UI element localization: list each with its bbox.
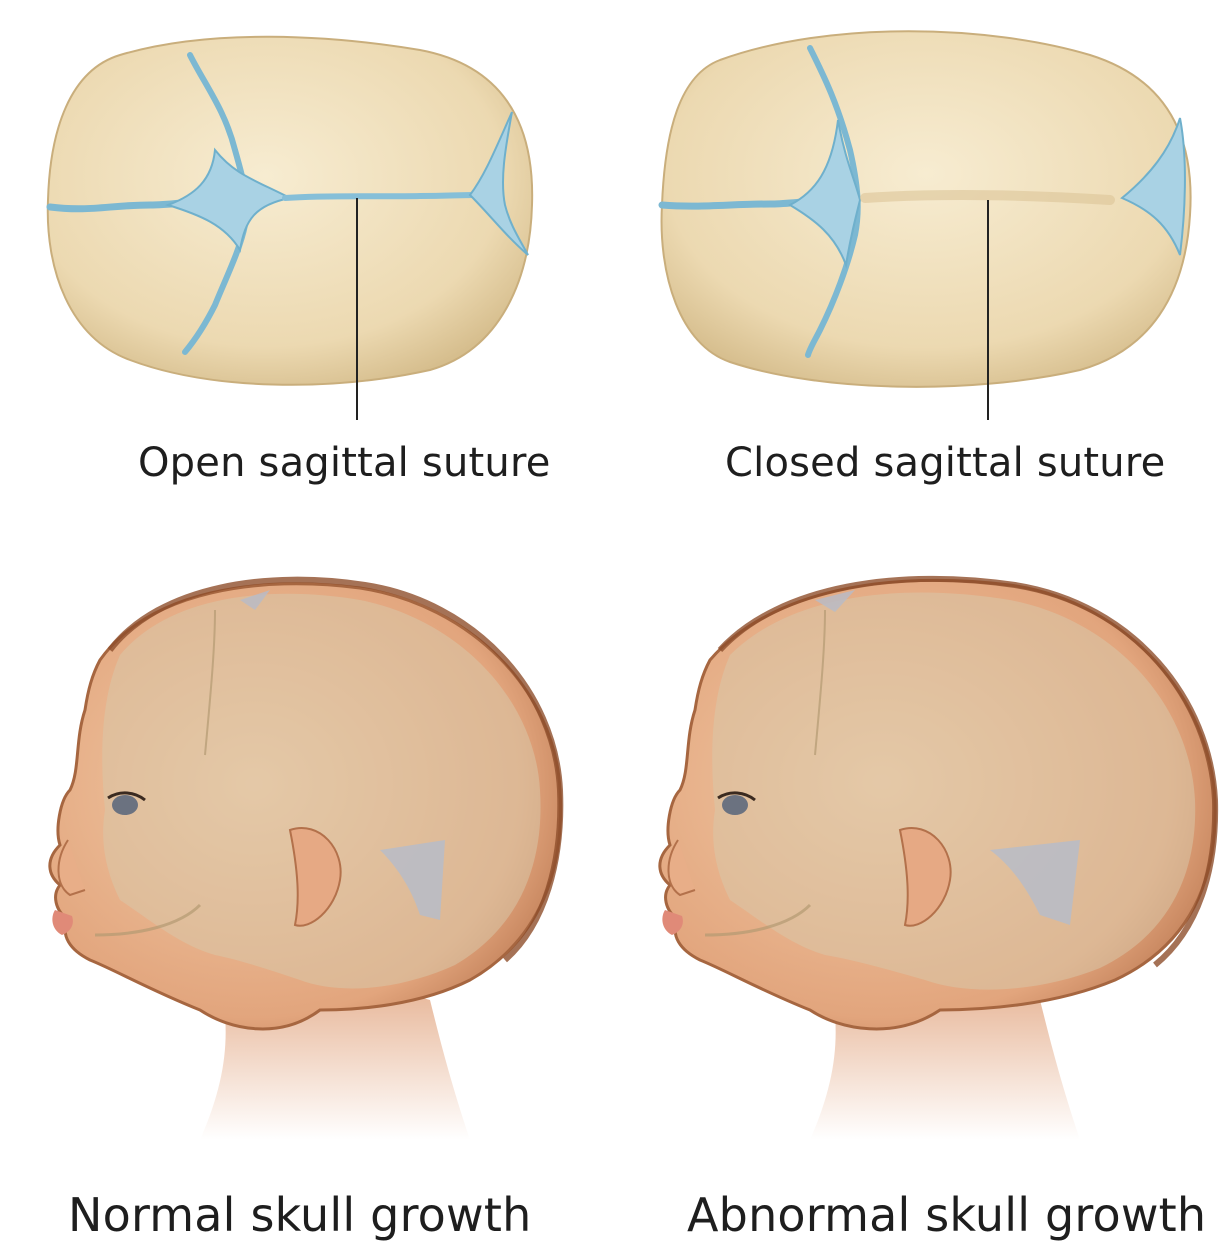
infant-head-abnormal-icon — [610, 540, 1220, 1160]
abnormal-growth-label: Abnormal skull growth — [687, 1188, 1206, 1242]
fused-sagittal-ridge — [865, 195, 1110, 200]
skull-outline — [48, 37, 532, 385]
eye — [722, 795, 748, 815]
sagittal-suture — [285, 195, 475, 198]
infant-head-normal-icon — [0, 540, 610, 1160]
abnormal-growth-panel: Abnormal skull growth — [610, 540, 1220, 1250]
closed-suture-panel: Closed sagittal suture — [610, 0, 1220, 500]
open-suture-label: Open sagittal suture — [138, 440, 551, 486]
eye — [112, 795, 138, 815]
normal-growth-panel: Normal skull growth — [0, 540, 610, 1250]
skull-outline — [662, 31, 1191, 387]
normal-growth-label: Normal skull growth — [68, 1188, 531, 1242]
skull-top-view-closed-icon — [610, 0, 1220, 430]
open-suture-panel: Open sagittal suture — [0, 0, 610, 500]
closed-suture-label: Closed sagittal suture — [725, 440, 1165, 486]
skull-top-view-open-icon — [0, 0, 610, 430]
